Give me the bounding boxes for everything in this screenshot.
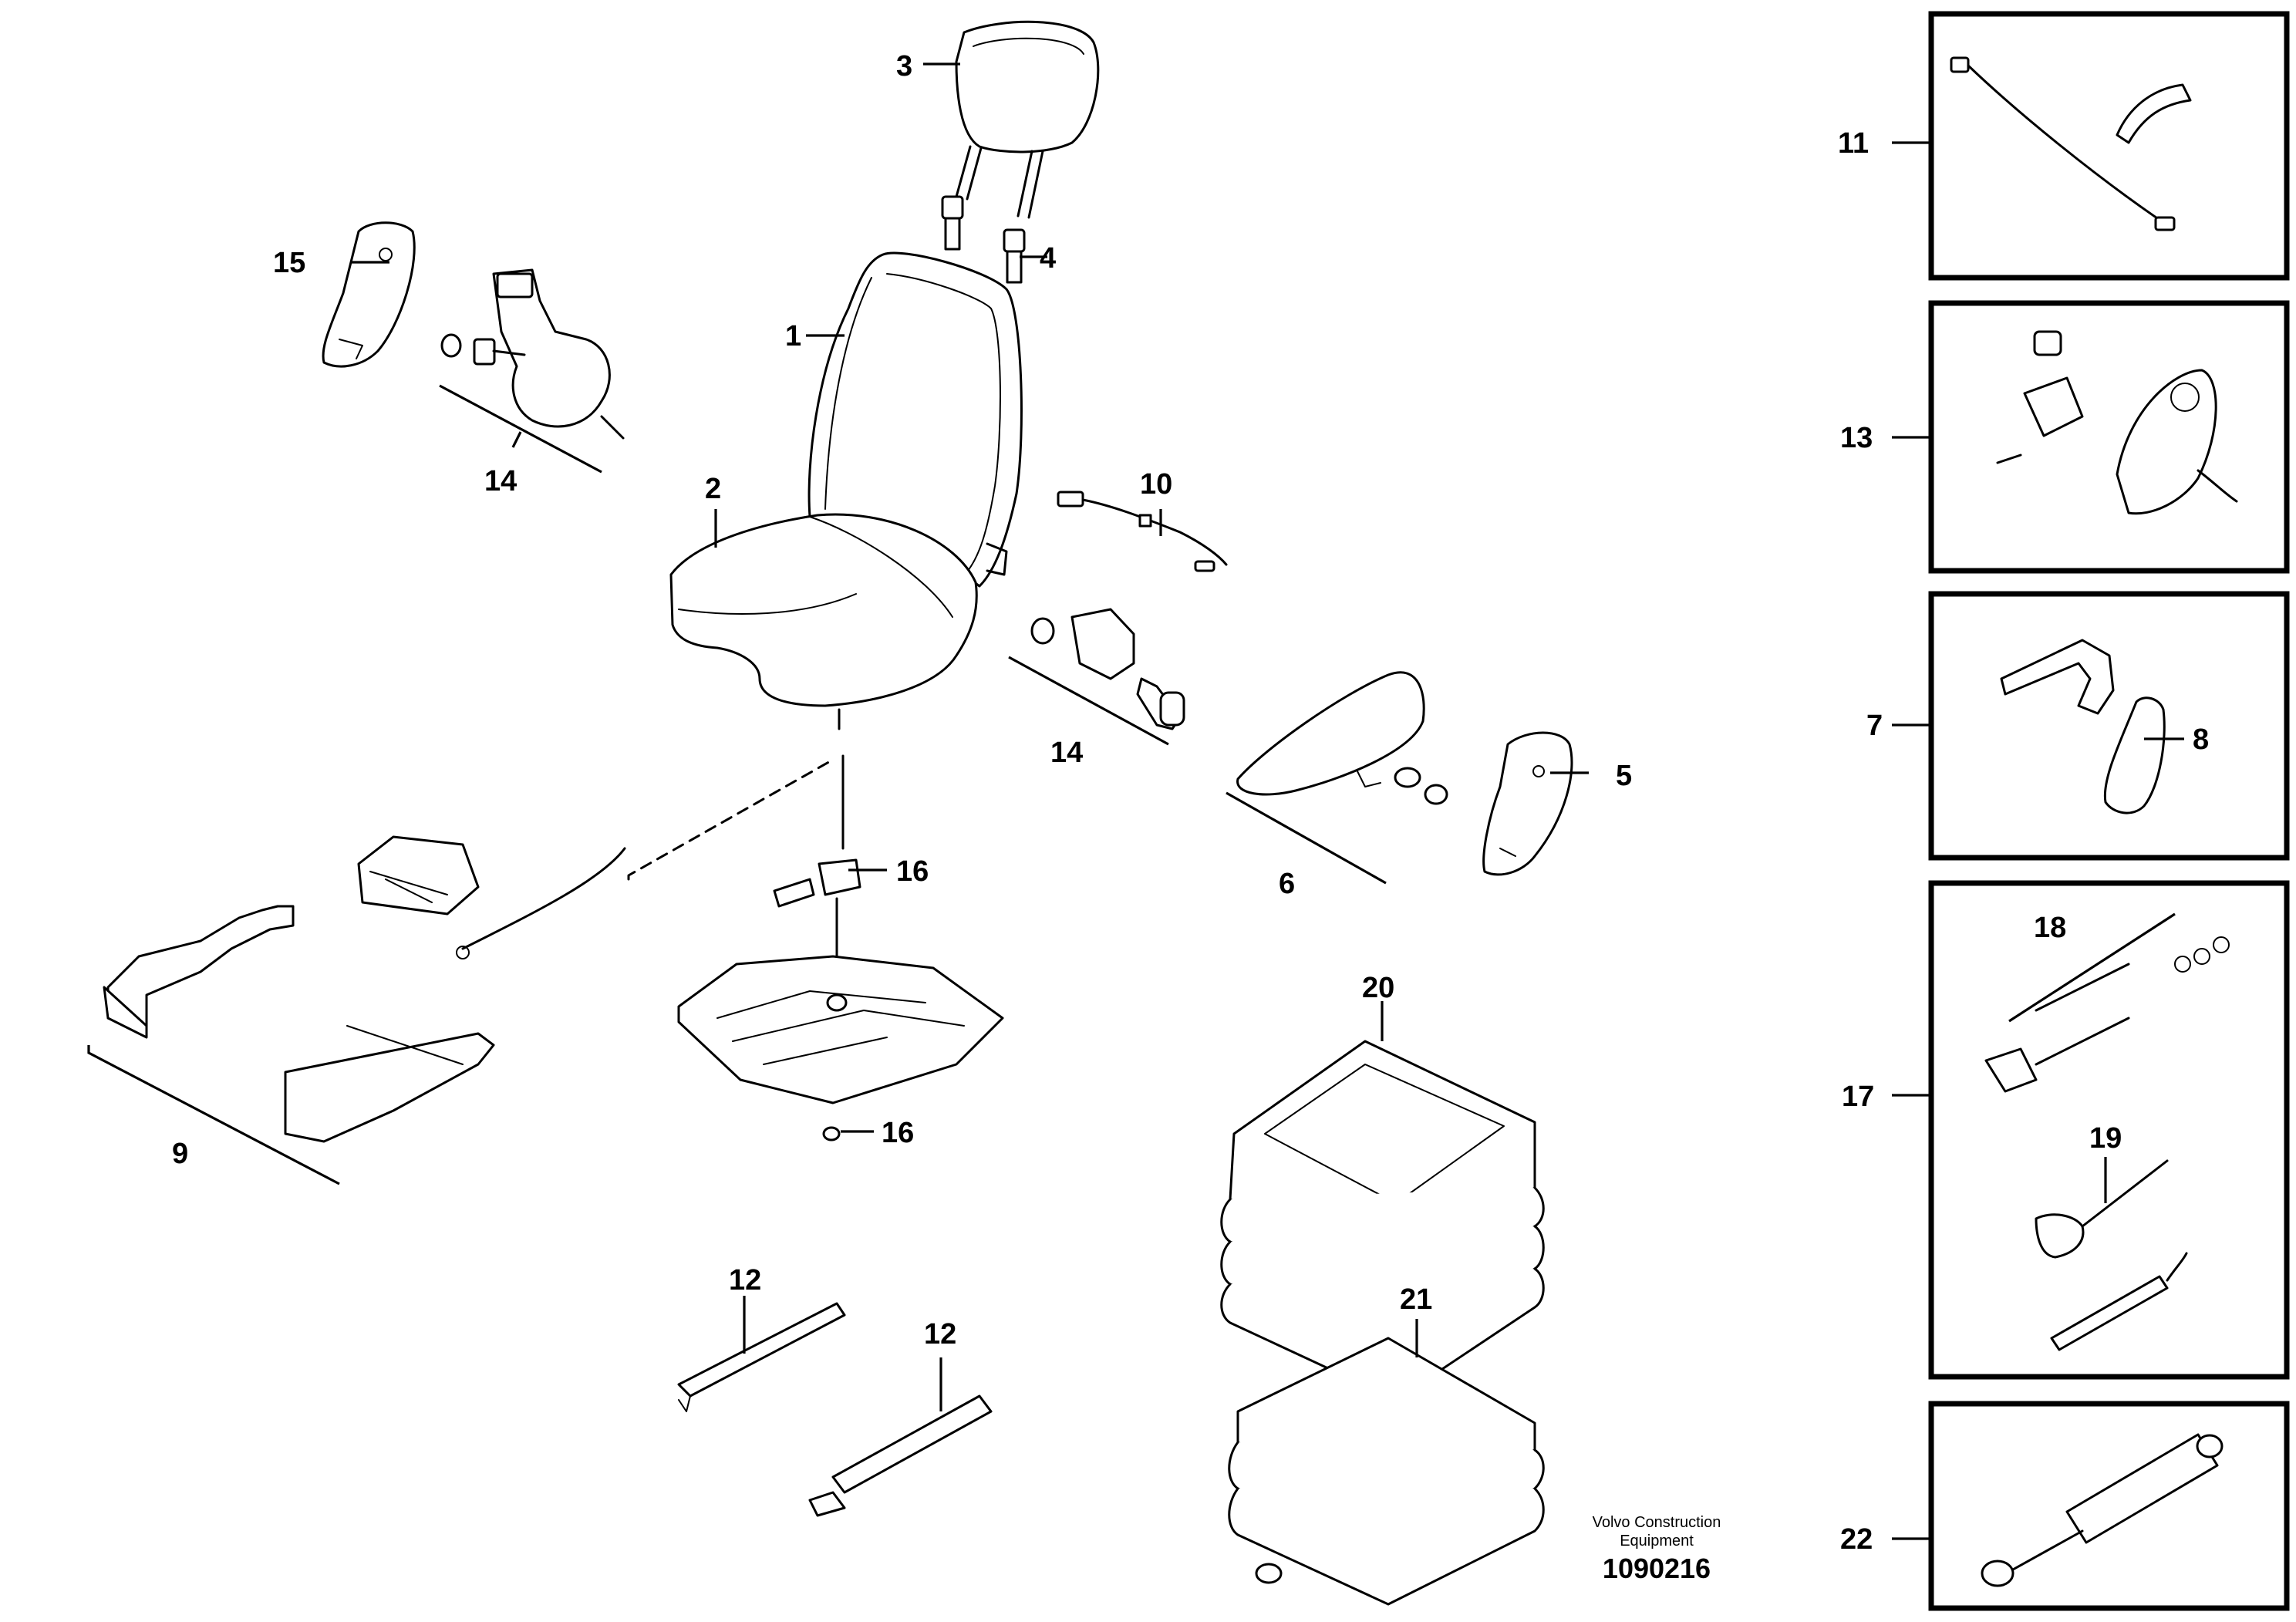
group-bracket-9: [87, 1045, 340, 1185]
callout-8: 8: [2193, 723, 2209, 756]
callout-15: 15: [273, 247, 305, 279]
callout-20: 20: [1362, 972, 1394, 1004]
group-bracket-14b: [1008, 656, 1169, 746]
harness-part-11: [1950, 56, 2192, 231]
callout-2: 2: [705, 473, 721, 505]
callout-1: 1: [785, 320, 801, 352]
seatbelt-buckle-part: [1030, 608, 1185, 730]
callout-22: 22: [1840, 1523, 1873, 1556]
company-name-line2: Equipment: [1620, 1533, 1694, 1549]
spring-set-part-18: [1984, 936, 2230, 1093]
lever-spring-part: [773, 708, 861, 996]
company-name-line1: Volvo Construction: [1593, 1514, 1721, 1531]
callout-13: 13: [1840, 422, 1873, 454]
side-rail-cover-part: [103, 905, 495, 1143]
seat-cushion-part: [669, 513, 978, 707]
callout-14a: 14: [484, 465, 517, 497]
callout-18: 18: [2034, 912, 2066, 944]
slide-rail-part-upper: [677, 1302, 846, 1412]
callout-5: 5: [1616, 760, 1632, 792]
gas-spring-part-22: [1981, 1433, 2224, 1587]
detail-box-11: [1928, 11, 2290, 281]
assembly-line: [627, 758, 834, 881]
leader-lines: [351, 62, 2184, 1540]
group-bracket-14a: [439, 384, 602, 474]
callout-7: 7: [1866, 710, 1883, 742]
callout-12b: 12: [924, 1318, 956, 1351]
latch-bracket-part: [357, 835, 626, 959]
callout-12a: 12: [729, 1264, 761, 1297]
cable-part-10: [1057, 491, 1228, 572]
suspension-bellows-part: [1220, 1040, 1545, 1401]
detail-box-22: [1928, 1401, 2290, 1611]
rod-part: [2050, 1252, 2188, 1351]
backrest-part: [807, 251, 1023, 588]
adjust-knob-part-19: [2035, 1159, 2169, 1259]
headrest-part: [955, 20, 1100, 219]
detail-box-7: [1928, 591, 2290, 861]
seat-base-part: [677, 955, 1004, 1141]
callout-17: 17: [1842, 1081, 1874, 1113]
drawing-number: 1090216: [1603, 1553, 1711, 1584]
callout-16a: 16: [896, 855, 929, 888]
callout-9: 9: [172, 1138, 188, 1170]
headrest-guide-part: [941, 195, 1026, 284]
callout-14b: 14: [1050, 737, 1083, 769]
lever-part-7: [2000, 639, 2115, 715]
leader-14a: [511, 431, 522, 448]
callout-11: 11: [1838, 127, 1869, 160]
seatbelt-retractor-part: [440, 268, 625, 440]
detail-box-17: [1928, 880, 2290, 1380]
callout-4: 4: [1040, 242, 1056, 275]
callout-19: 19: [2089, 1122, 2122, 1155]
armrest-cover-part: [1482, 731, 1573, 876]
callout-10: 10: [1140, 468, 1172, 501]
armrest-part: [1236, 671, 1448, 805]
detail-box-13: [1928, 300, 2290, 574]
slide-rail-part-lower: [808, 1394, 993, 1517]
bellows-cover-part: [1228, 1337, 1545, 1606]
callout-6: 6: [1279, 868, 1295, 900]
callout-21: 21: [1400, 1283, 1432, 1316]
side-cover-part: [322, 221, 416, 368]
group-bracket-6: [1226, 791, 1387, 885]
callout-3: 3: [896, 50, 912, 83]
knob-bracket-part-13: [1996, 330, 2238, 515]
handle-part-8: [2103, 696, 2166, 814]
callout-16b: 16: [882, 1117, 914, 1149]
